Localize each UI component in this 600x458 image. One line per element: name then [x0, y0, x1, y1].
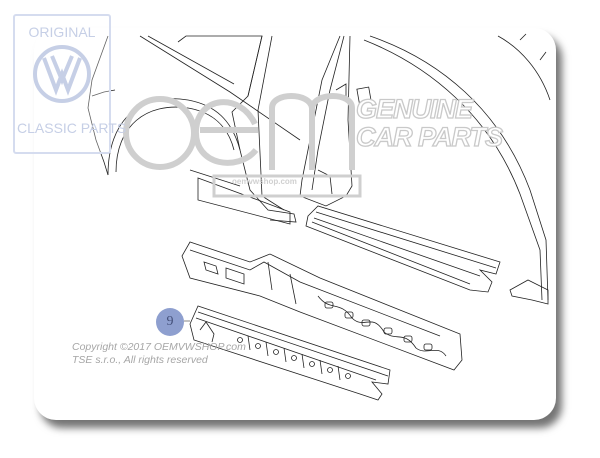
vw-logo-icon	[33, 45, 91, 103]
watermark-genuine: GENUINE	[355, 94, 473, 124]
vw-watermark-top-text: ORIGINAL	[28, 24, 96, 40]
genuine-car-parts-watermark: GENUINE CAR PARTS	[355, 94, 503, 152]
body-outline	[87, 33, 551, 401]
copyright-notice: Copyright ©2017 OEMVWSHOP.com TSE s.r.o.…	[72, 341, 246, 367]
copyright-line-2: TSE s.r.o., All rights reserved	[72, 354, 208, 366]
vw-classic-parts-watermark: ORIGINAL CLASSIC PARTS	[13, 14, 126, 154]
part-callout-9[interactable]: 9	[156, 308, 184, 336]
floor-rail-holes	[324, 301, 433, 351]
oem-watermark-logo	[123, 93, 362, 198]
part-9-sill-reinforcement	[189, 305, 391, 401]
part-9-holes	[237, 335, 351, 381]
watermark-car-parts: CAR PARTS	[355, 122, 503, 152]
vw-watermark-bottom-text: CLASSIC PARTS	[17, 120, 127, 136]
watermark-site: oemvwshop.com	[232, 177, 297, 186]
copyright-line-1: Copyright ©2017 OEMVWSHOP.com	[72, 341, 246, 353]
